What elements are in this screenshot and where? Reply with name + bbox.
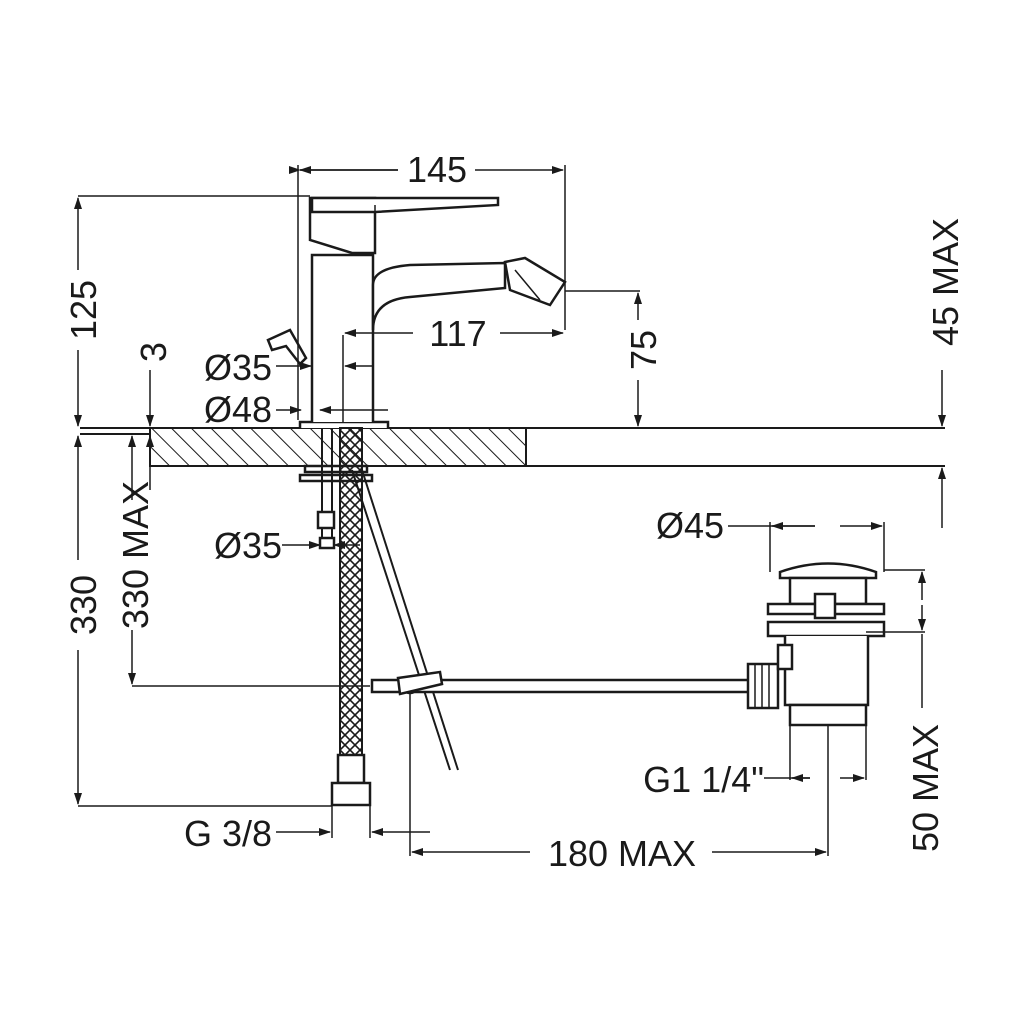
dim-dia-45: Ø45 bbox=[656, 505, 724, 546]
under-deck-fixings bbox=[298, 427, 459, 807]
dim-g1-1-4: G1 1/4" bbox=[643, 759, 764, 800]
faucet-body bbox=[266, 196, 567, 428]
dim-50-max: 50 MAX bbox=[905, 724, 946, 852]
dim-330: 330 bbox=[63, 575, 104, 635]
dim-3: 3 bbox=[133, 342, 174, 362]
dim-75: 75 bbox=[623, 330, 664, 370]
dim-45-max: 45 MAX bbox=[925, 218, 966, 346]
dim-dia-35-shank: Ø35 bbox=[214, 525, 282, 566]
dim-g-3-8: G 3/8 bbox=[184, 813, 272, 854]
dimension-lines bbox=[74, 165, 946, 856]
dim-330-max: 330 MAX bbox=[115, 481, 156, 629]
dim-180-max: 180 MAX bbox=[548, 833, 696, 874]
pop-up-waste bbox=[370, 562, 886, 727]
dimension-labels: 145 125 117 75 45 MAX 3 Ø35 Ø48 Ø35 330 … bbox=[63, 149, 966, 874]
dim-dia-48: Ø48 bbox=[204, 389, 272, 430]
deck-plate bbox=[80, 427, 945, 467]
dim-dia-35-top: Ø35 bbox=[204, 347, 272, 388]
dim-145: 145 bbox=[407, 149, 467, 190]
dim-117: 117 bbox=[429, 313, 486, 354]
dim-125: 125 bbox=[63, 280, 104, 340]
